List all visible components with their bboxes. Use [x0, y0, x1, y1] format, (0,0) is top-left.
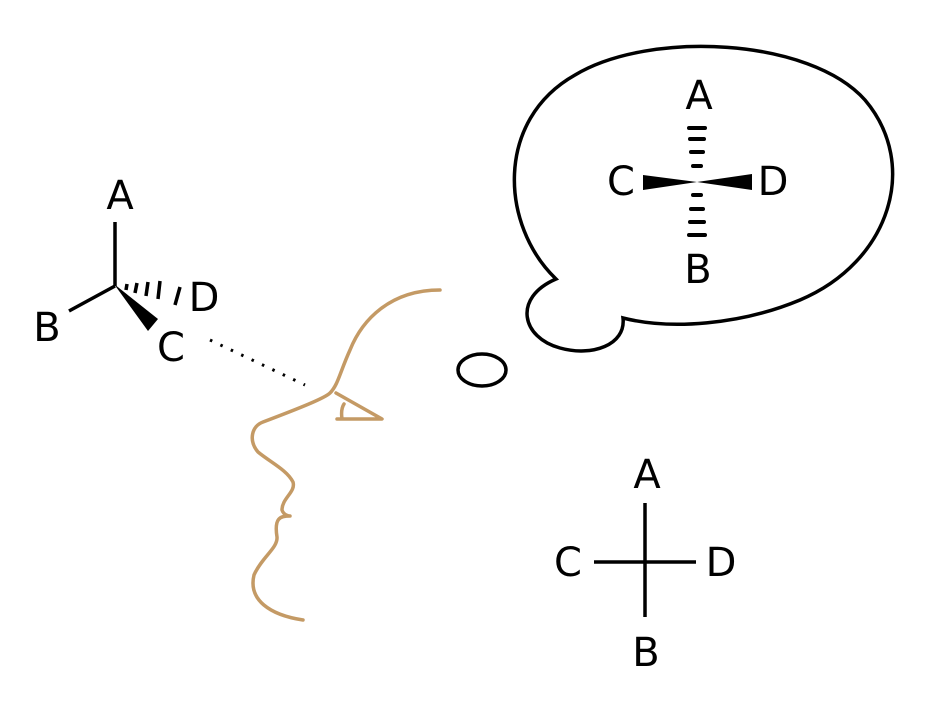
wedge-bond-c — [114, 284, 158, 331]
bond-b — [68, 284, 116, 313]
small-thought-bubble — [456, 352, 508, 388]
label-d: D — [189, 275, 220, 321]
wedge-dash-molecule: A B C D — [33, 173, 219, 371]
line-of-sight — [209, 338, 306, 387]
label-b: B — [33, 305, 60, 351]
fischer-label-c: C — [554, 540, 582, 586]
label-a: A — [106, 173, 134, 219]
fischer-label-b: B — [632, 630, 659, 676]
wedge-bond-left — [643, 175, 697, 190]
fischer-label-d: D — [706, 540, 737, 586]
label-c: C — [157, 325, 185, 371]
hashed-bond-d — [124, 280, 182, 306]
thought-bubble: A B C D — [456, 44, 895, 388]
thought-cloud — [512, 44, 895, 353]
fischer-projection: A B C D — [554, 452, 736, 676]
thought-label-d: D — [758, 159, 789, 205]
thought-label-b: B — [684, 247, 711, 293]
thought-label-c: C — [607, 159, 635, 205]
thought-label-a: A — [685, 73, 713, 119]
wedge-bond-right — [697, 174, 752, 190]
face-profile — [250, 288, 442, 622]
eye-icon — [334, 391, 384, 421]
fischer-label-a: A — [633, 452, 661, 498]
hashed-vertical-bonds — [687, 126, 707, 237]
